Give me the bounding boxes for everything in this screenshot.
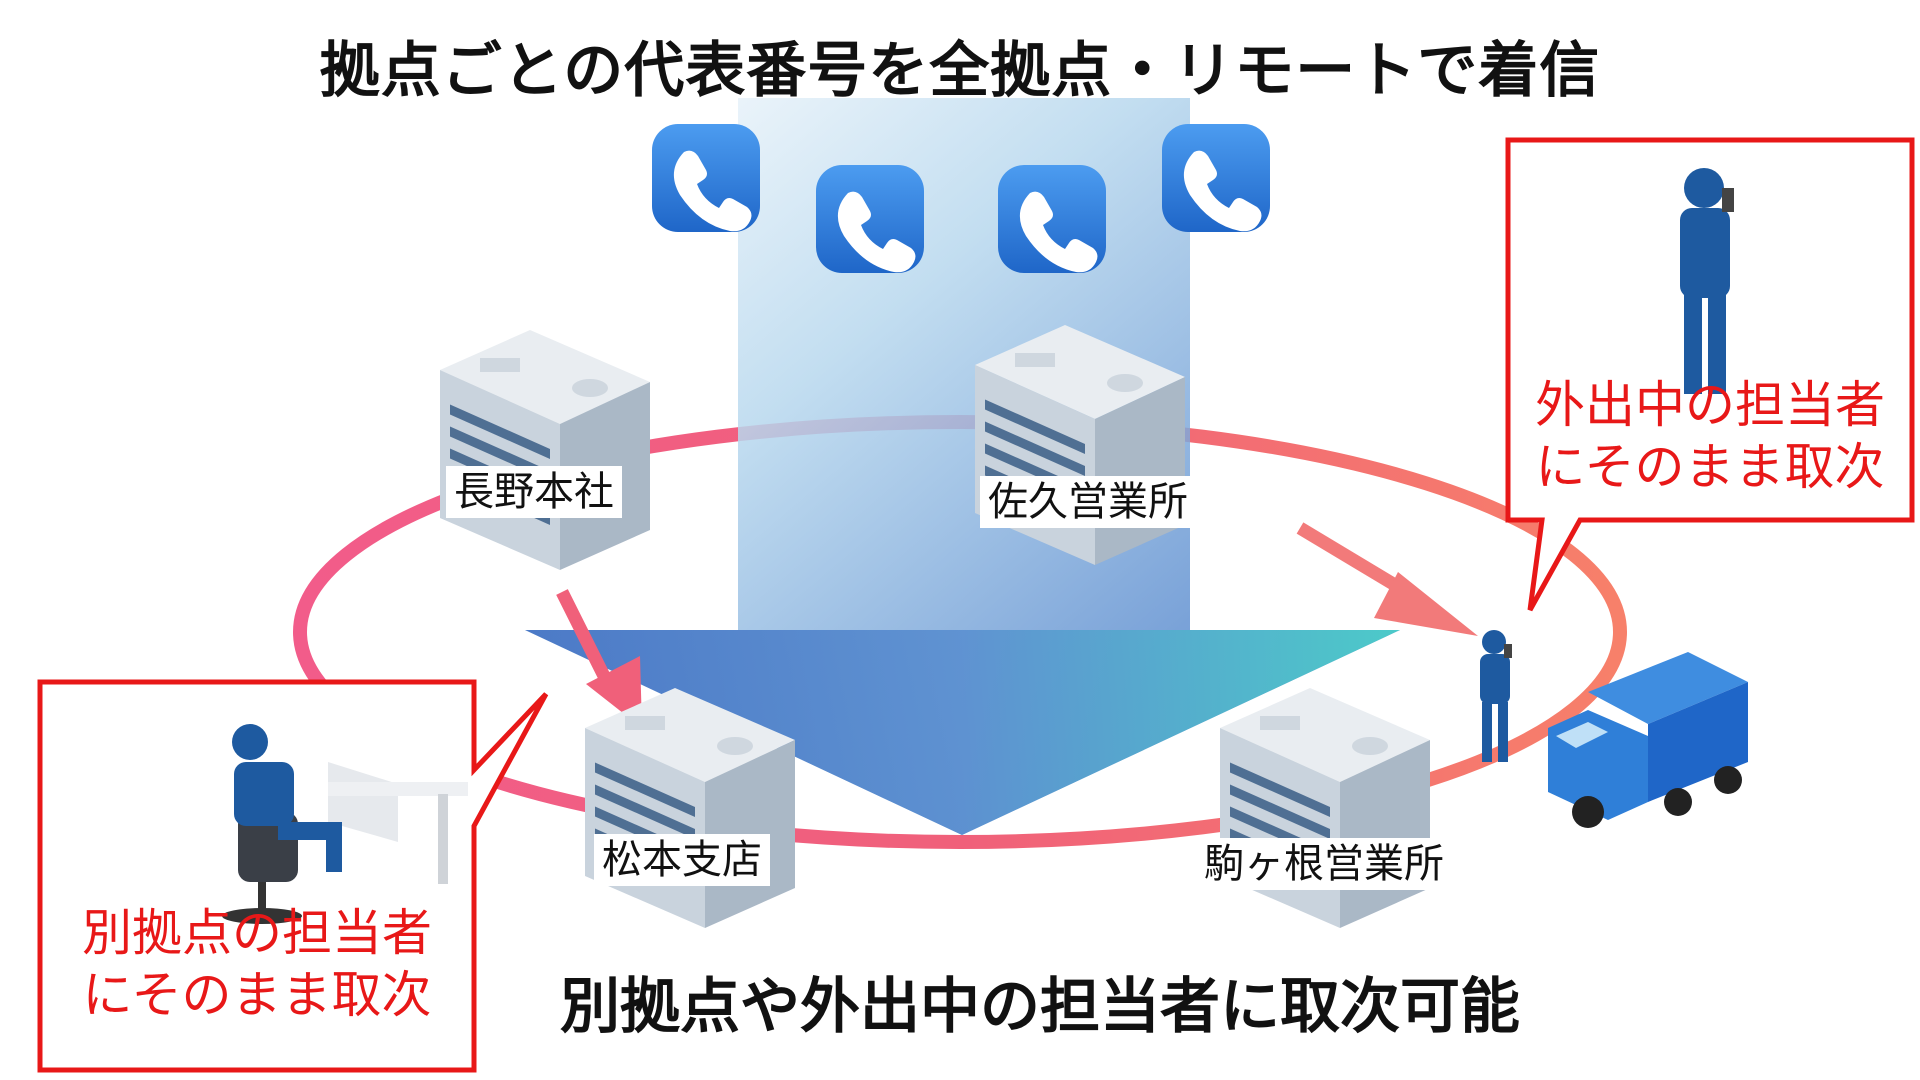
delivery-truck-icon: [1548, 652, 1748, 828]
building-icon: [1220, 688, 1430, 928]
mobile-worker-icon: [1480, 630, 1512, 762]
callout-right-line2: にそのまま取次: [1535, 438, 1885, 496]
building-icon: [440, 330, 650, 570]
callout-left-line1: 別拠点の担当者: [82, 904, 432, 962]
incoming-call-arrow: [525, 98, 1400, 835]
building-label-matsumoto: 松本支店: [594, 834, 770, 886]
phone-icon: [816, 165, 924, 273]
bottom-caption: 別拠点や外出中の担当者に取次可能: [560, 972, 1520, 1042]
phone-icon: [652, 124, 760, 232]
main-title: 拠点ごとの代表番号を全拠点・リモートで着信: [319, 36, 1601, 106]
callout-left-line2: にそのまま取次: [82, 966, 432, 1024]
building-label-komagane: 駒ヶ根営業所: [1196, 838, 1452, 890]
phone-icon: [998, 165, 1106, 273]
phone-icon: [1162, 124, 1270, 232]
building-label-nagano: 長野本社: [446, 466, 622, 518]
callout-right-line1: 外出中の担当者: [1535, 376, 1885, 434]
callout-left-text: 別拠点の担当者 にそのまま取次: [40, 902, 474, 1026]
callout-right-text: 外出中の担当者 にそのまま取次: [1508, 374, 1912, 498]
transfer-arrow: [1296, 522, 1478, 636]
building-label-saku: 佐久営業所: [980, 476, 1196, 528]
